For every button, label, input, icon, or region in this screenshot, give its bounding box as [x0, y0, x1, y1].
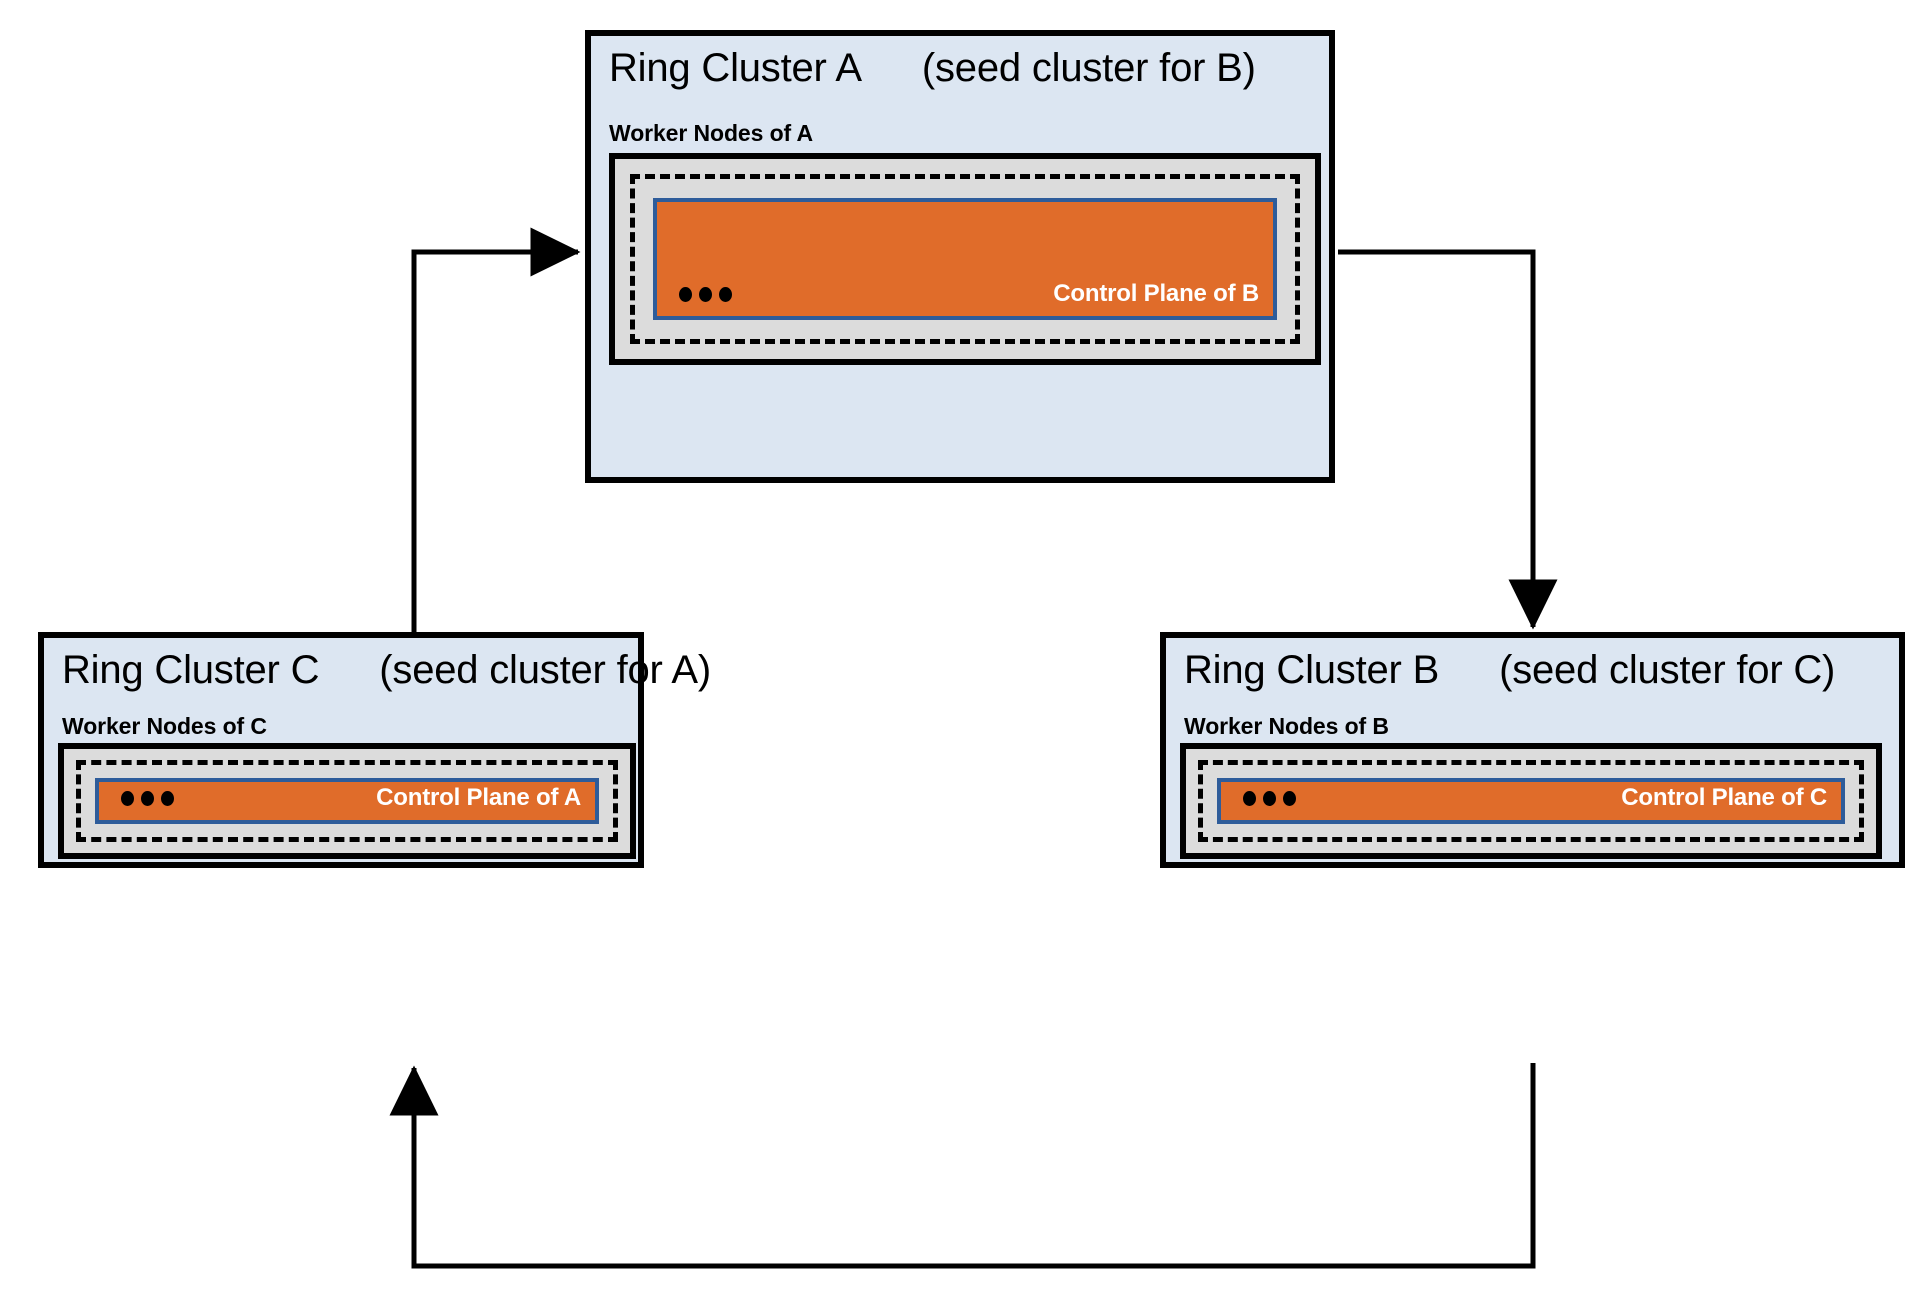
- cluster-a-control-plane[interactable]: Control Plane of B: [653, 198, 1277, 320]
- cluster-b-title: Ring Cluster B (seed cluster for C): [1184, 648, 1835, 692]
- cluster-b-ellipsis: [1243, 791, 1296, 806]
- cluster-c-name: Ring Cluster C: [62, 648, 320, 692]
- cluster-c-title: Ring Cluster C (seed cluster for A): [62, 648, 711, 692]
- cluster-c-ellipsis: [121, 791, 174, 806]
- cluster-b-worker-nodes-label: Worker Nodes of B: [1184, 713, 1389, 739]
- cluster-c-worker-box: Control Plane of A: [58, 743, 636, 859]
- cluster-c-worker-nodes-label: Worker Nodes of C: [62, 713, 267, 739]
- ring-cluster-b[interactable]: Ring Cluster B (seed cluster for C) Worke…: [1160, 632, 1905, 868]
- arrow-c-to-a: [411, 227, 581, 636]
- cluster-b-worker-box: Control Plane of C: [1180, 743, 1882, 859]
- cluster-a-ellipsis: [679, 287, 732, 302]
- cluster-a-dashed-boundary: Control Plane of B: [630, 174, 1300, 344]
- cluster-b-seed-note: (seed cluster for C): [1499, 648, 1836, 692]
- cluster-a-worker-nodes-label: Worker Nodes of A: [609, 120, 814, 146]
- ring-cluster-c[interactable]: Ring Cluster C (seed cluster for A) Worke…: [38, 632, 711, 868]
- arrow-b-to-c: [389, 1063, 1536, 1269]
- cluster-a-name: Ring Cluster A: [609, 46, 862, 90]
- cluster-b-control-plane[interactable]: Control Plane of C: [1217, 778, 1845, 824]
- cluster-c-dashed-boundary: Control Plane of A: [76, 760, 618, 842]
- cluster-b-control-plane-label: Control Plane of C: [1621, 784, 1827, 811]
- cluster-a-title: Ring Cluster A (seed cluster for B): [609, 46, 1256, 90]
- cluster-c-seed-note: (seed cluster for A): [379, 648, 711, 692]
- arrow-a-to-b: [1338, 249, 1558, 630]
- cluster-b-name: Ring Cluster B: [1184, 648, 1440, 692]
- cluster-c-control-plane-label: Control Plane of A: [376, 784, 581, 811]
- ring-cluster-a[interactable]: Ring Cluster A (seed cluster for B) Worke…: [585, 30, 1335, 483]
- cluster-a-seed-note: (seed cluster for B): [921, 46, 1256, 90]
- cluster-a-control-plane-label: Control Plane of B: [1053, 280, 1259, 307]
- cluster-b-dashed-boundary: Control Plane of C: [1198, 760, 1864, 842]
- cluster-c-control-plane[interactable]: Control Plane of A: [95, 778, 599, 824]
- cluster-a-worker-box: Control Plane of B: [609, 153, 1321, 365]
